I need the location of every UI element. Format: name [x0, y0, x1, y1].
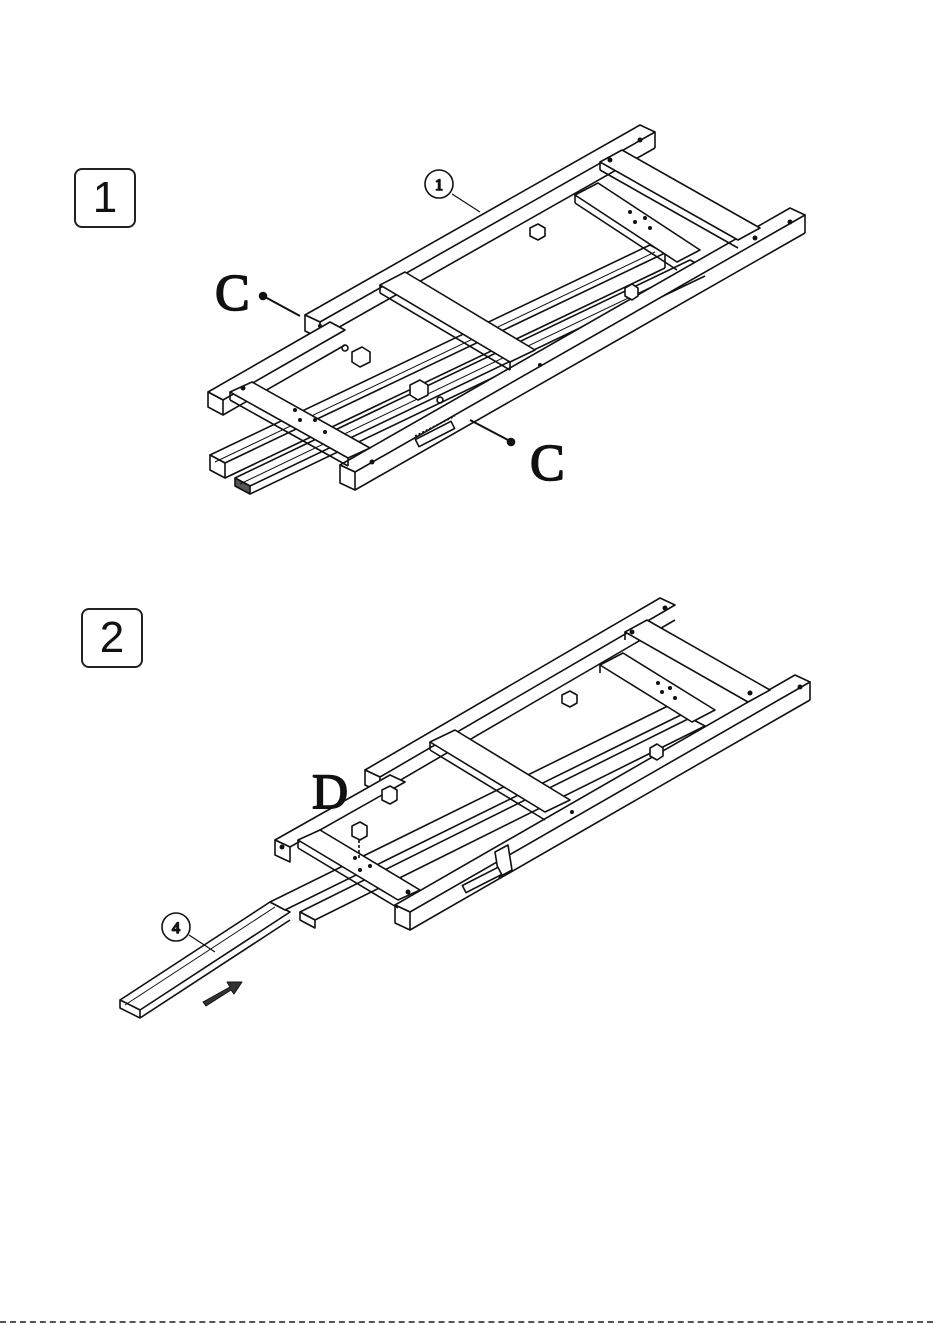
nut-icon: [562, 691, 577, 707]
side-board-front: [395, 675, 810, 930]
arrow-icon: [203, 982, 242, 1006]
fastener-label-d: D: [312, 763, 348, 819]
page-bottom-rule: [0, 1321, 933, 1323]
nut-icon: [382, 786, 397, 804]
nut-icon: [650, 744, 663, 760]
step-2-diagram: 4 D: [0, 0, 933, 1100]
part-4-label: 4: [172, 920, 180, 937]
